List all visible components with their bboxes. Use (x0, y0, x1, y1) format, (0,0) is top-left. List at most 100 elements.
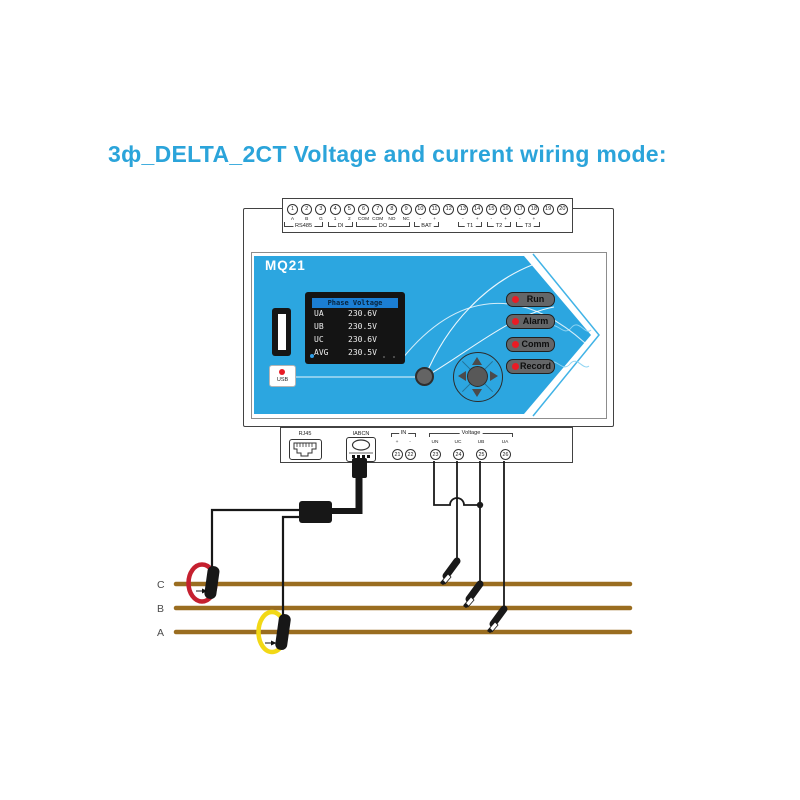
run-led-icon (512, 295, 519, 303)
bottom-terminal-strip: RJ45 IABCN IN + - 21 22 Voltage UN (280, 427, 573, 463)
terminal-25: 25 (476, 449, 487, 460)
terminal-17: 17- (513, 204, 526, 223)
ct-ring-phase-c (186, 562, 218, 604)
comm-led-icon (512, 340, 519, 348)
current-direction-arrow-c (202, 588, 208, 594)
usb-port (272, 308, 291, 356)
record-led-icon (512, 362, 519, 370)
ct-lead-phase-c (210, 508, 300, 568)
ct-junction-box (299, 501, 332, 523)
iabcn-label: IABCN (352, 431, 370, 437)
ct-clamp-phase-a (275, 614, 291, 650)
nav-right-icon[interactable] (490, 371, 498, 381)
current-direction-arrow-a (271, 640, 277, 646)
terminal-19: 19 (542, 204, 555, 223)
in-group: IN (391, 430, 416, 437)
ct-ring-phase-a (256, 609, 288, 655)
nav-up-icon[interactable] (472, 357, 482, 365)
indicator-run: Run (506, 292, 555, 307)
group-do: DO (356, 222, 410, 230)
un-ub-junction-dot (476, 501, 484, 509)
terminal-18: 18+ (527, 204, 540, 223)
phase-c-label: C (157, 579, 165, 591)
terminal-12: 12 (442, 204, 455, 223)
phase-a-label: A (157, 627, 164, 639)
group-rs485: RS485 (284, 222, 323, 230)
terminal-11: 11+ (428, 204, 441, 223)
clip-phase-c (440, 561, 457, 585)
uc-label: UC (454, 440, 462, 445)
page-title: 3ф_DELTA_2CT Voltage and current wiring … (108, 141, 667, 167)
terminal-26: 26 (500, 449, 511, 460)
usb-led-icon (279, 369, 285, 375)
group-t3: T3 (516, 222, 540, 230)
lcd-tick (393, 356, 395, 358)
nav-ok-button[interactable] (467, 366, 488, 387)
terminal-16: 16+ (499, 204, 512, 223)
indicator-record: Record (506, 359, 555, 374)
rj45-label: RJ45 (298, 431, 312, 437)
decor-curve-2 (424, 264, 533, 378)
nav-pad[interactable] (453, 352, 503, 402)
usb-label: USB (276, 377, 289, 383)
alarm-led-icon (512, 317, 519, 325)
wire-un-jumper (433, 461, 478, 506)
decor-curve-3 (424, 306, 555, 378)
rj45-jack-icon (293, 442, 317, 457)
terminal-10: 10- (414, 204, 427, 223)
group-t1: T1 (458, 222, 482, 230)
ct-lead-phase-a (281, 515, 300, 616)
iabcn-connector-icon (349, 439, 373, 458)
nav-left-icon[interactable] (458, 371, 466, 381)
ua-label: UA (501, 440, 509, 445)
model-label: MQ21 (265, 258, 306, 273)
terminal-21: 21 (392, 449, 403, 460)
terminal-24: 24 (453, 449, 464, 460)
indicator-alarm: Alarm (506, 314, 555, 329)
indicator-comm: Comm (506, 337, 555, 352)
terminal-23: 23 (430, 449, 441, 460)
voltage-group: Voltage (429, 430, 513, 437)
in-plus-label: + (395, 440, 399, 445)
nav-down-icon[interactable] (472, 389, 482, 397)
clip-phase-a (487, 609, 504, 633)
ct-clamp-phase-c (204, 566, 220, 599)
usb-slot (278, 314, 286, 350)
lcd-status-dot (310, 354, 314, 358)
terminal-13: 13- (456, 204, 469, 223)
decor-wave-1 (547, 324, 592, 332)
group-bat: BAT (414, 222, 439, 230)
terminal-22: 22 (405, 449, 416, 460)
ub-label: UB (477, 440, 485, 445)
three-phase-bus (173, 581, 633, 635)
function-button[interactable] (415, 367, 434, 386)
group-t2: T2 (487, 222, 511, 230)
decor-curve-1 (401, 302, 586, 360)
rj45-port (289, 439, 322, 460)
lcd-header: Phase Voltage (312, 298, 398, 308)
clip-phase-b (463, 584, 480, 608)
terminal-14: 14+ (471, 204, 484, 223)
usb-badge: USB (269, 365, 296, 387)
arrow-accent-line (532, 253, 600, 417)
iabcn-port (346, 437, 376, 462)
phase-b-label: B (157, 603, 164, 615)
